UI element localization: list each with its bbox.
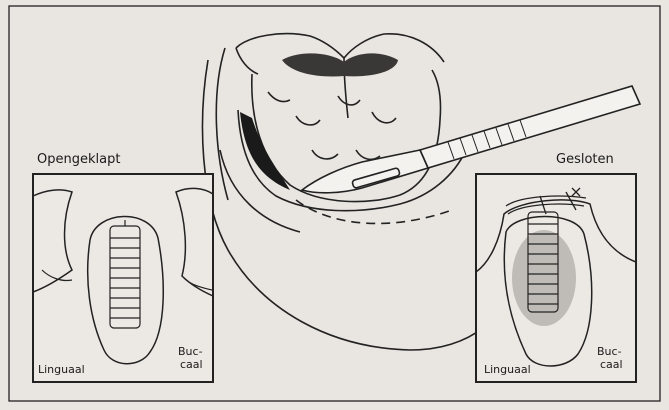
right-panel-title: Gesloten	[556, 152, 614, 167]
right-panel-buccal-label-line1: Buc-	[597, 345, 622, 358]
scalpel-blade	[302, 150, 428, 193]
right-panel-buccal-label-line2: caal	[600, 358, 623, 371]
incision-line	[296, 200, 452, 223]
upper-lip	[236, 34, 444, 62]
right-panel-lingual-label: Linguaal	[484, 363, 531, 376]
flap-shadow	[240, 112, 290, 190]
left-panel-title: Opengeklapt	[37, 152, 120, 167]
left-panel-buccal-label-line1: Buc-	[178, 345, 203, 358]
left-panel-lingual-label: Linguaal	[38, 363, 85, 376]
left-panel-buccal-label-line2: caal	[180, 358, 203, 371]
throat-shadow	[282, 53, 398, 76]
